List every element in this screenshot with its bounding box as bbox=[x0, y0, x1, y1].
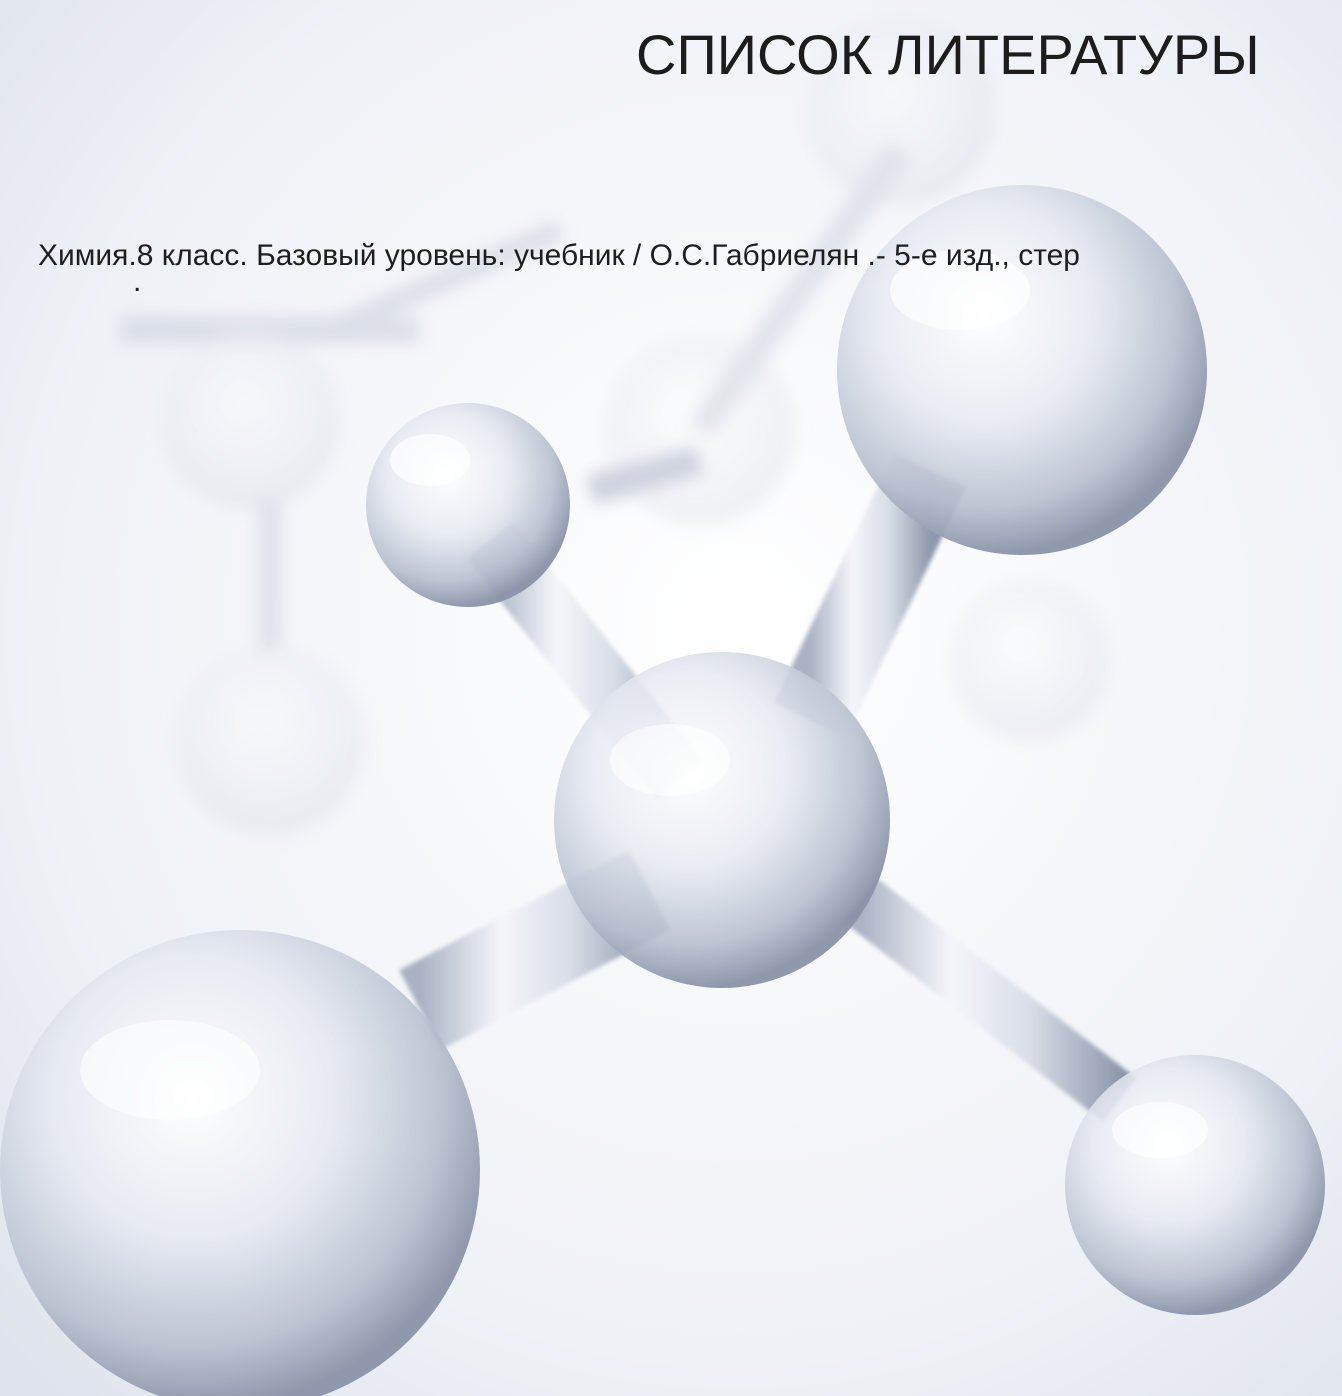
slide-title: СПИСОК ЛИТЕРАТУРЫ bbox=[636, 23, 1260, 86]
reference-continuation-mark: . bbox=[133, 265, 142, 298]
reference-list: Химия.8 класс. Базовый уровень: учебник … bbox=[38, 234, 1342, 278]
reference-item: Химия.8 класс. Базовый уровень: учебник … bbox=[38, 239, 1080, 272]
